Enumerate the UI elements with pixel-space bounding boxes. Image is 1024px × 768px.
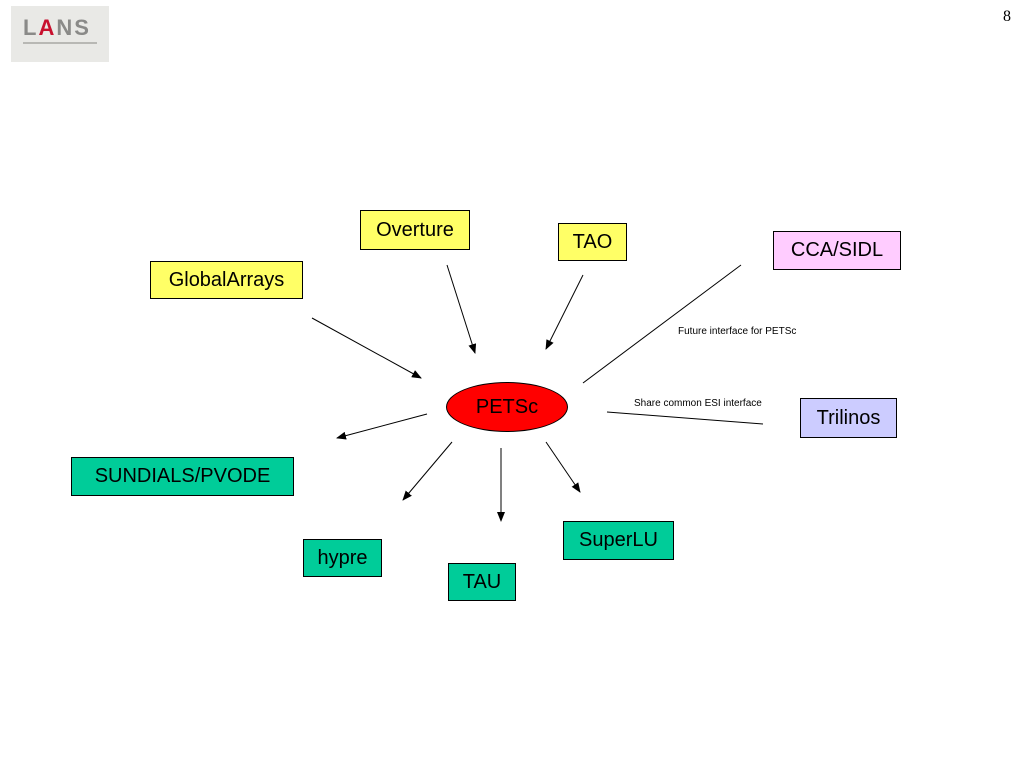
line-petsc-to-cca-sidl xyxy=(582,264,742,384)
logo-wordmark: LANS xyxy=(23,15,91,40)
arrow-globalarrays-to-petsc xyxy=(311,317,422,379)
annotation-future-interface: Future interface for PETSc xyxy=(678,326,797,337)
annotation-esi-interface: Share common ESI interface xyxy=(634,398,762,409)
arrow-tao-to-petsc xyxy=(545,274,584,350)
arrow-petsc-to-sundials xyxy=(336,413,428,440)
arrow-petsc-to-hypre xyxy=(402,441,453,501)
slide-number: 8 xyxy=(1003,8,1011,25)
arrow-overture-to-petsc xyxy=(446,264,477,354)
logo-tagline-bar xyxy=(23,42,97,44)
node-overture: Overture xyxy=(360,210,470,250)
node-superlu: SuperLU xyxy=(563,521,674,560)
line-petsc-to-trilinos xyxy=(606,411,764,425)
node-globalarrays: GlobalArrays xyxy=(150,261,303,299)
node-trilinos: Trilinos xyxy=(800,398,897,438)
node-petsc: PETSc xyxy=(446,382,568,432)
node-sundials-pvode: SUNDIALS/PVODE xyxy=(71,457,294,496)
lans-logo: LANS xyxy=(11,6,109,62)
node-tao: TAO xyxy=(558,223,627,261)
node-cca-sidl: CCA/SIDL xyxy=(773,231,901,270)
arrow-petsc-to-superlu xyxy=(545,441,581,493)
node-tau: TAU xyxy=(448,563,516,601)
node-hypre: hypre xyxy=(303,539,382,577)
